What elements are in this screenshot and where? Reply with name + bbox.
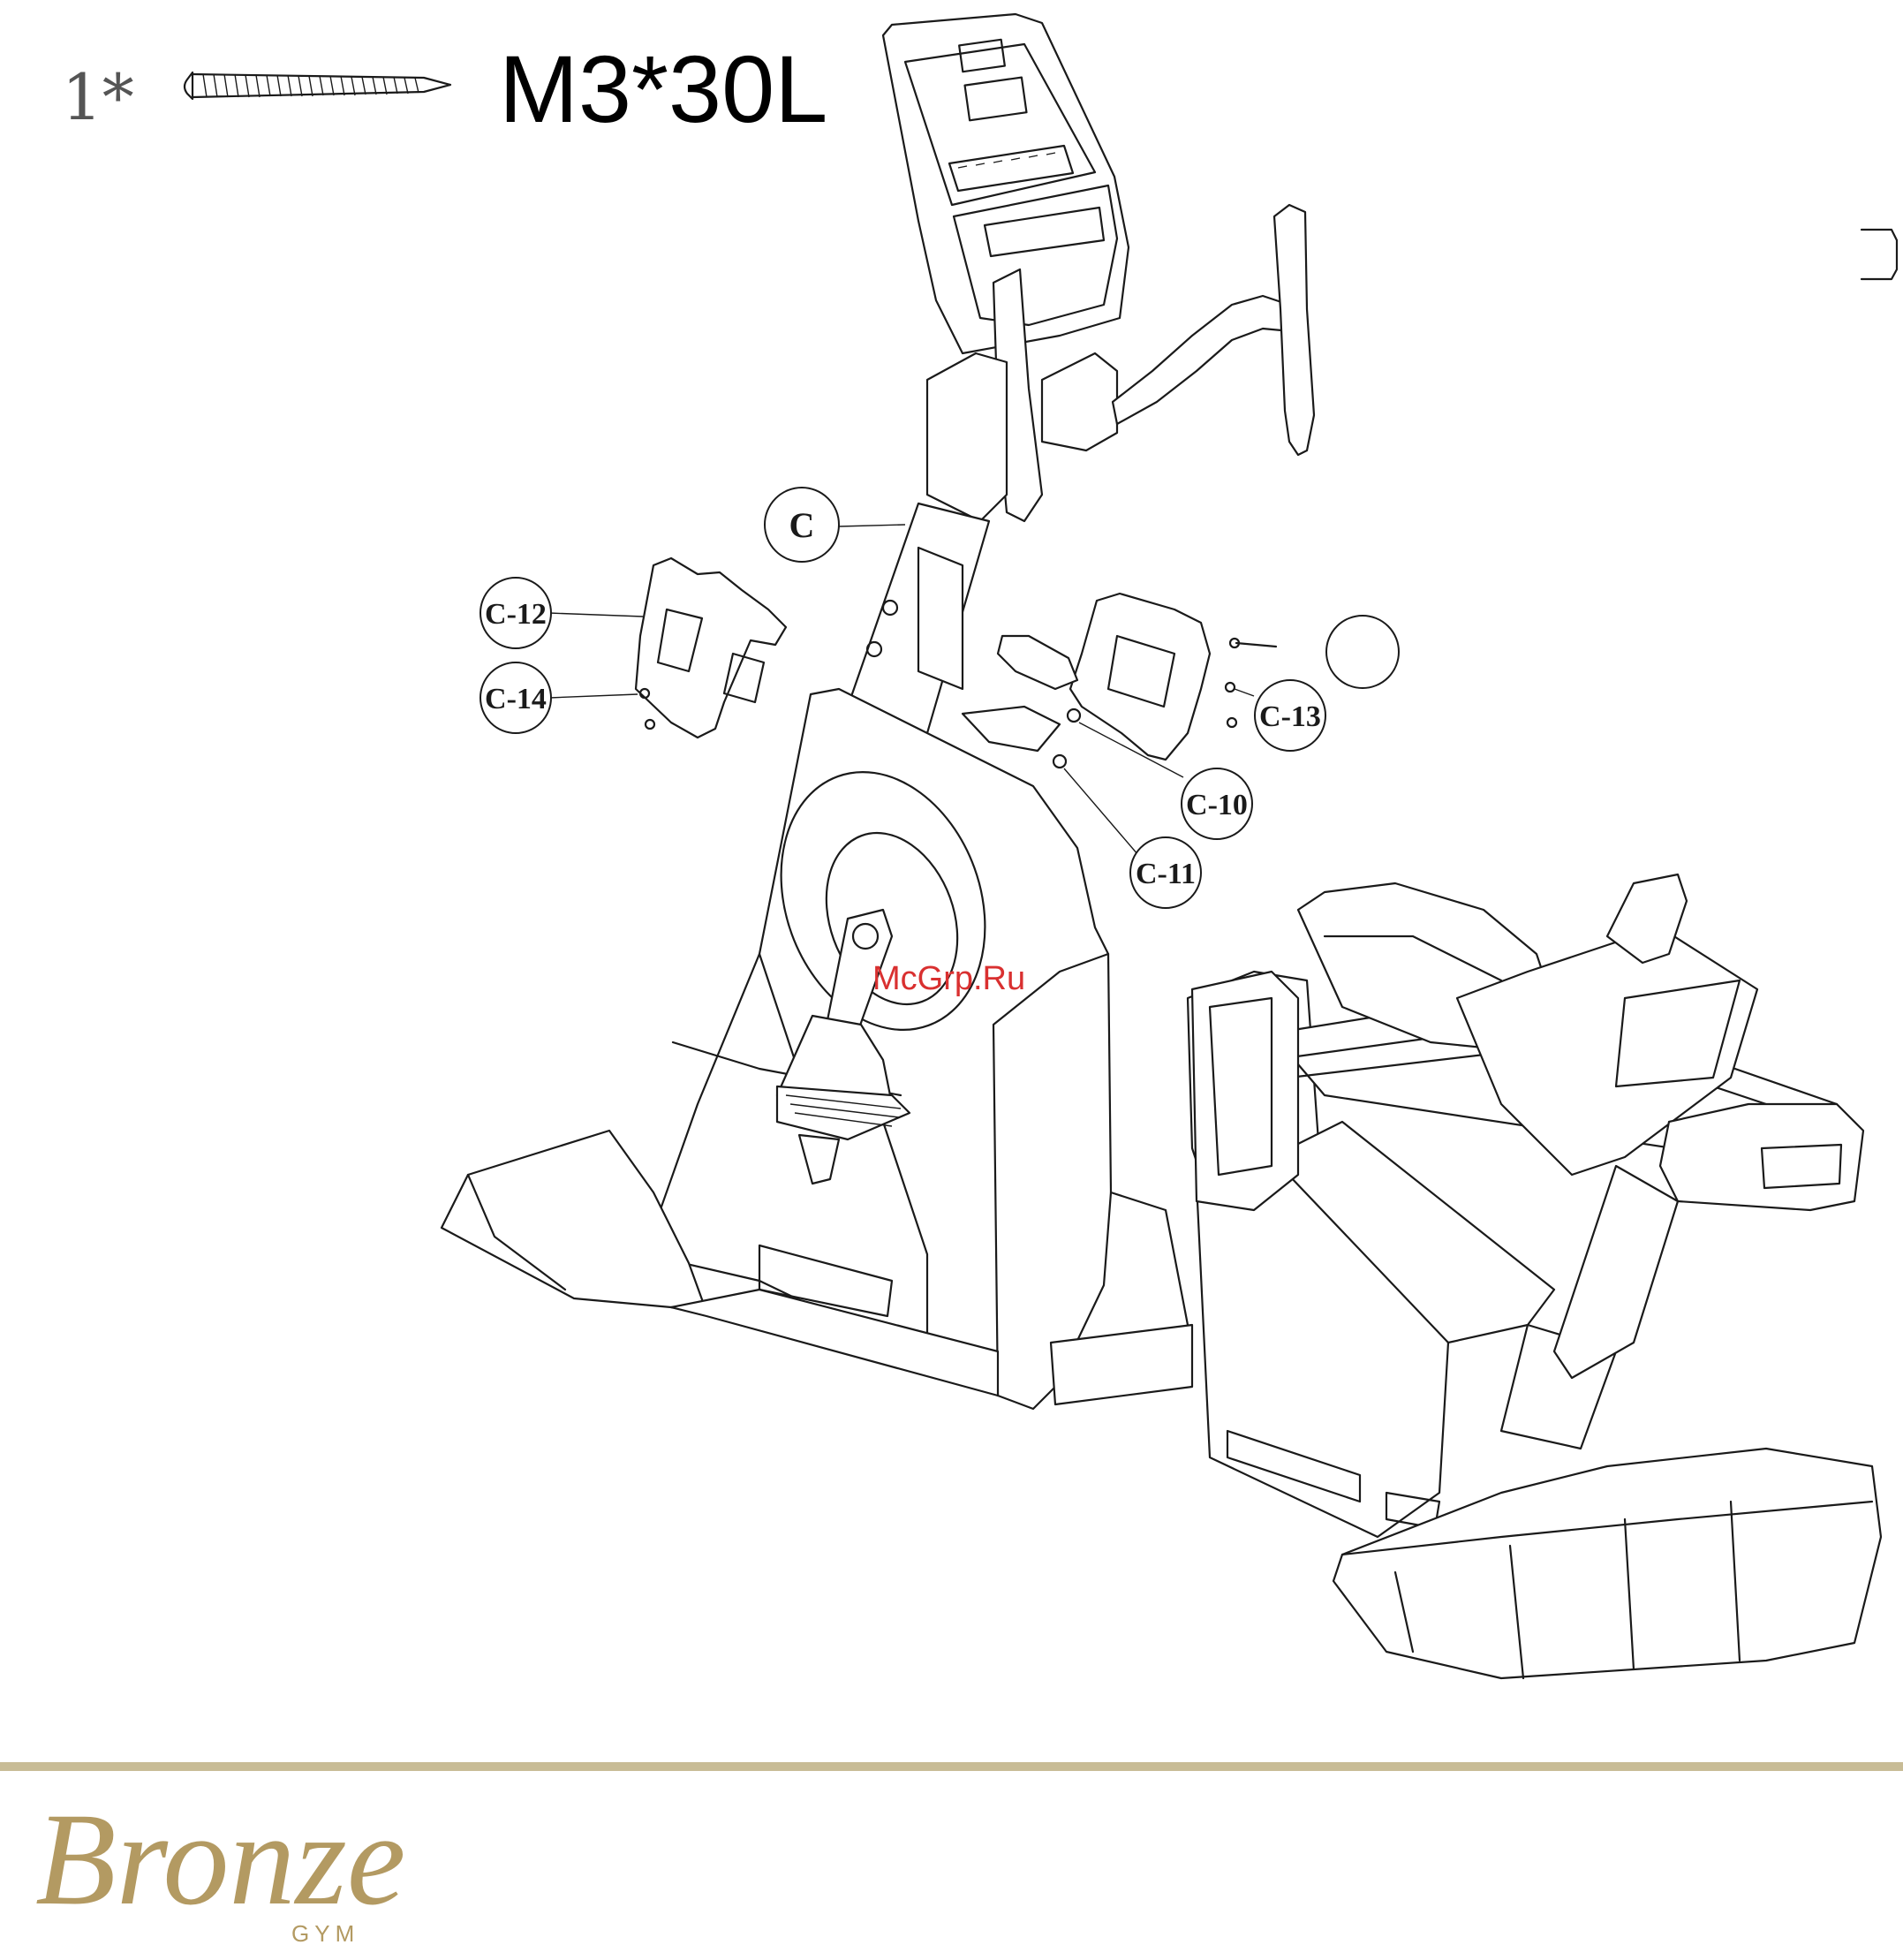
callout-c13-label: C-13: [1259, 700, 1321, 733]
brand-sub: GYM: [291, 1920, 359, 1947]
shroud-c13: [963, 594, 1210, 760]
callout-blank: [1326, 616, 1399, 688]
rear-block: [1192, 972, 1298, 1210]
callout-c14-label: C-14: [485, 683, 547, 715]
callout-c10: C-10: [1182, 768, 1252, 839]
edge-bracket-mark: [1861, 230, 1897, 279]
screw-spec: M3*30L: [499, 35, 827, 142]
brand-name: Bronze: [35, 1786, 405, 1933]
brand-logo: Bronze GYM: [35, 1786, 405, 1947]
callout-c10-label: C-10: [1186, 789, 1248, 821]
callout-c12-label: C-12: [485, 598, 547, 631]
footer-rule: [0, 1762, 1903, 1771]
screw-icon: [185, 72, 450, 99]
callout-c-label: C: [789, 505, 815, 545]
callout-c12: C-12: [480, 578, 551, 648]
screw-quantity: 1*: [62, 60, 134, 134]
callout-c: C: [765, 488, 839, 562]
callout-c11-label: C-11: [1136, 858, 1196, 890]
callout-c14: C-14: [480, 662, 551, 733]
callout-c13: C-13: [1255, 680, 1325, 751]
shroud-c12: [636, 558, 786, 738]
callout-c11: C-11: [1130, 837, 1201, 908]
watermark-text: McGrp.Ru: [872, 960, 1025, 997]
upright-column: [848, 353, 1007, 733]
